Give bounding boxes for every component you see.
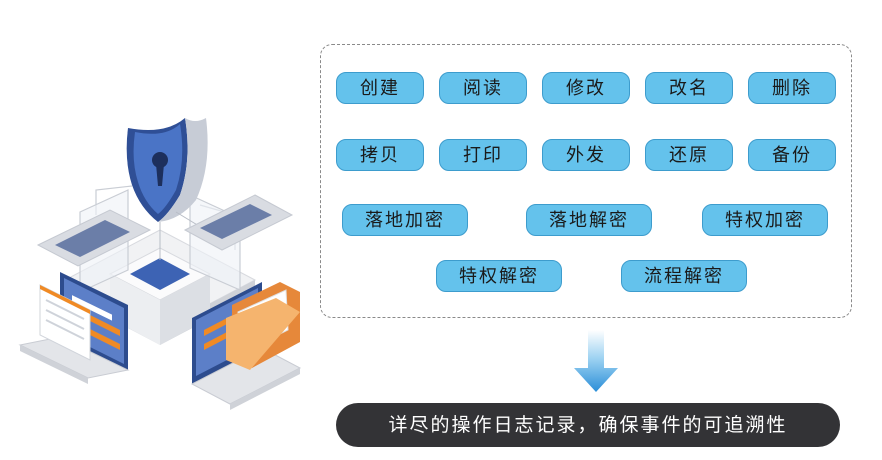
laptop-front-left — [18, 272, 130, 384]
log-record-banner: 详尽的操作日志记录，确保事件的可追溯性 — [336, 403, 840, 447]
tag-print[interactable]: 打印 — [439, 139, 527, 171]
folder-icon — [226, 282, 300, 370]
laptop-back-left — [36, 209, 152, 267]
tag-read[interactable]: 阅读 — [439, 72, 527, 104]
tag-local-encrypt[interactable]: 落地加密 — [342, 204, 468, 236]
tag-create[interactable]: 创建 — [336, 72, 424, 104]
security-illustration — [18, 118, 302, 410]
shield-icon — [126, 118, 208, 222]
tag-copy[interactable]: 拷贝 — [336, 139, 424, 171]
document-icon — [39, 284, 91, 361]
down-arrow-icon — [574, 330, 618, 392]
operations-panel: 创建 阅读 修改 改名 删除 拷贝 打印 外发 还原 备份 落地加密 落地解密 … — [320, 44, 852, 318]
tag-delete[interactable]: 删除 — [748, 72, 836, 104]
tag-send-out[interactable]: 外发 — [542, 139, 630, 171]
laptop-back-right — [183, 194, 294, 251]
tag-backup[interactable]: 备份 — [748, 139, 836, 171]
tag-local-decrypt[interactable]: 落地解密 — [526, 204, 652, 236]
tag-privilege-decrypt[interactable]: 特权解密 — [436, 260, 562, 292]
tag-restore[interactable]: 还原 — [645, 139, 733, 171]
tag-process-decrypt[interactable]: 流程解密 — [621, 260, 747, 292]
tag-privilege-encrypt[interactable]: 特权加密 — [702, 204, 828, 236]
tag-rename[interactable]: 改名 — [645, 72, 733, 104]
tag-modify[interactable]: 修改 — [542, 72, 630, 104]
